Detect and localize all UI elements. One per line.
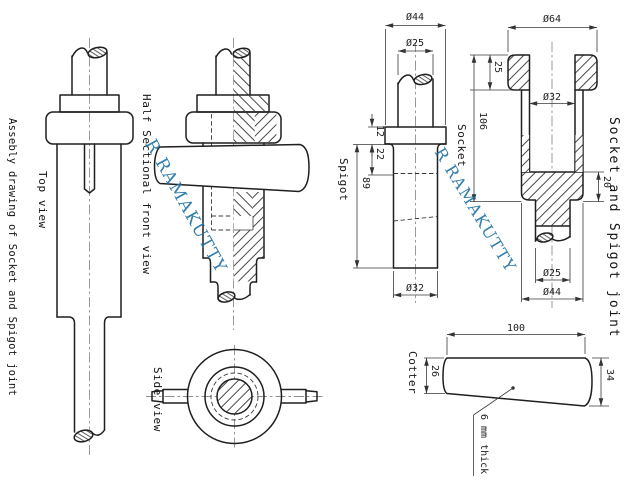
socket-label: Socket	[455, 124, 468, 168]
dim-spigot-length: 89	[360, 177, 371, 190]
cotter-drawing	[424, 332, 609, 476]
dim-socket-slot-height: 20	[601, 176, 612, 189]
cotter-label: Cotter	[406, 351, 419, 395]
left-sheet-title: Assebly drawing of Socket and Spigot joi…	[6, 118, 18, 397]
socket-drawing	[470, 25, 604, 302]
spigot-drawing	[353, 23, 447, 298]
dim-spigot-collar-depth: 22	[374, 148, 385, 161]
dim-socket-flange-dia: Ø64	[542, 14, 562, 25]
front-view-drawing	[153, 47, 310, 303]
dim-cotter-length: 100	[506, 323, 526, 334]
top-view-label: Top view	[36, 171, 49, 229]
side-view-label: Side view	[151, 367, 164, 433]
dim-socket-rod-dia: Ø25	[542, 268, 562, 279]
dim-spigot-rod-dia: Ø25	[405, 38, 425, 49]
dim-socket-flange-thk: 25	[492, 61, 503, 74]
top-view-drawing	[45, 46, 134, 443]
dim-socket-body-dia: Ø44	[542, 287, 562, 298]
front-view-label: Half Sectional front view	[140, 94, 153, 275]
side-view-drawing	[151, 348, 318, 445]
dim-spigot-flange-dia: Ø44	[405, 12, 425, 23]
dim-spigot-shaft-dia: Ø32	[405, 283, 425, 294]
dim-cotter-big-end: 34	[604, 369, 615, 382]
dim-spigot-flange-thk: 12	[374, 125, 385, 138]
right-sheet-title: Socket and Spigot joint	[606, 117, 621, 339]
cotter-in-assembly	[153, 143, 310, 193]
dim-cotter-small-end: 26	[429, 365, 440, 378]
cotter-thickness-note: 6 mm thick	[478, 414, 489, 475]
dim-socket-length: 106	[477, 112, 488, 131]
dim-socket-bore-dia: Ø32	[542, 92, 562, 103]
spigot-label: Spigot	[337, 158, 350, 202]
